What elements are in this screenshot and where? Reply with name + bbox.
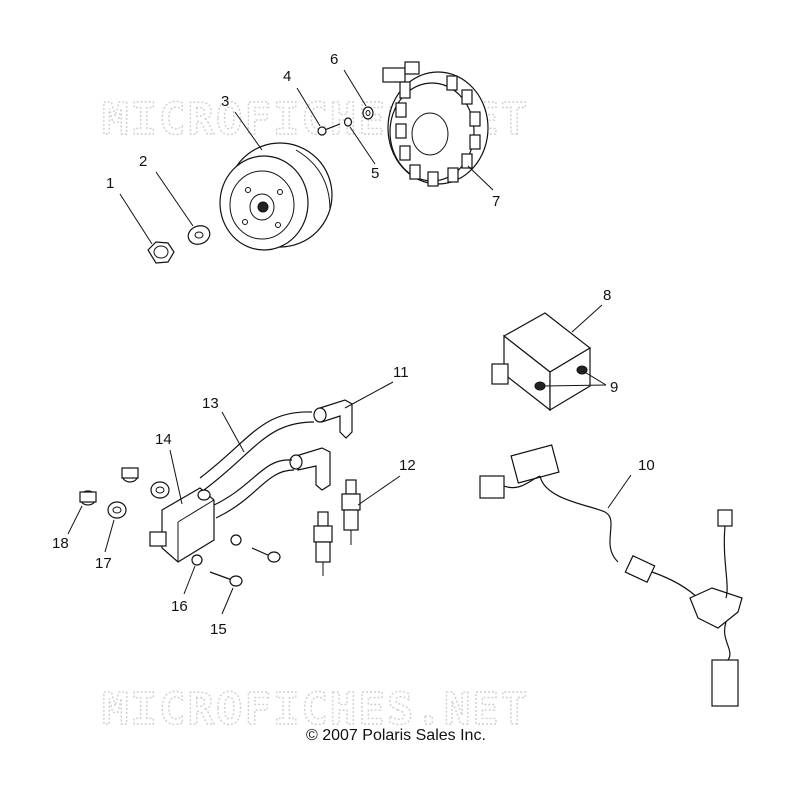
callout-7: 7: [492, 193, 500, 210]
part-15-bolts: [209, 547, 281, 587]
callout-10: 10: [638, 457, 655, 474]
callout-6: 6: [330, 51, 338, 68]
part-11-spark-plug-caps: [289, 399, 353, 491]
callout-3: 3: [221, 93, 229, 110]
callout-9: 9: [610, 379, 618, 396]
part-14-ignition-coil: [149, 487, 215, 563]
part-10-wiring-harness: [479, 444, 743, 707]
callout-11: 11: [393, 364, 409, 381]
callout-8: 8: [603, 287, 611, 304]
callout-13: 13: [202, 395, 219, 412]
part-5-lockwasher: [343, 117, 353, 127]
callout-16: 16: [171, 598, 188, 615]
part-7-stator: [382, 61, 489, 187]
callout-18: 18: [52, 535, 69, 552]
callout-17: 17: [95, 555, 112, 572]
callout-12: 12: [399, 457, 416, 474]
part-17-washer: [107, 501, 127, 519]
part-16-lockwashers: [191, 534, 242, 566]
part-8-cdi-module: [491, 312, 592, 412]
part-12-spark-plugs: [313, 479, 361, 576]
watermark-bottom: MICROFICHES.NET: [102, 684, 529, 735]
callout-1: 1: [106, 175, 114, 192]
part-13-ht-leads: [199, 411, 315, 519]
part-1-nut: [147, 241, 175, 264]
callout-2: 2: [139, 153, 147, 170]
part-6-washer: [362, 106, 374, 120]
callout-4: 4: [283, 68, 291, 85]
part-4-bolt: [317, 123, 341, 136]
part-3-flywheel: [219, 142, 333, 251]
copyright-text: © 2007 Polaris Sales Inc.: [306, 727, 486, 744]
callouts: 1 2 3 4 5 6 7 8 9 10 11 12 13 14 15 16 1…: [52, 51, 655, 638]
leader-lines: [67, 69, 632, 615]
part-18-bushing: [79, 490, 97, 506]
part-bushings: [121, 467, 170, 499]
callout-14: 14: [155, 431, 172, 448]
callout-5: 5: [371, 165, 379, 182]
part-2-washer: [187, 225, 211, 245]
callout-15: 15: [210, 621, 227, 638]
